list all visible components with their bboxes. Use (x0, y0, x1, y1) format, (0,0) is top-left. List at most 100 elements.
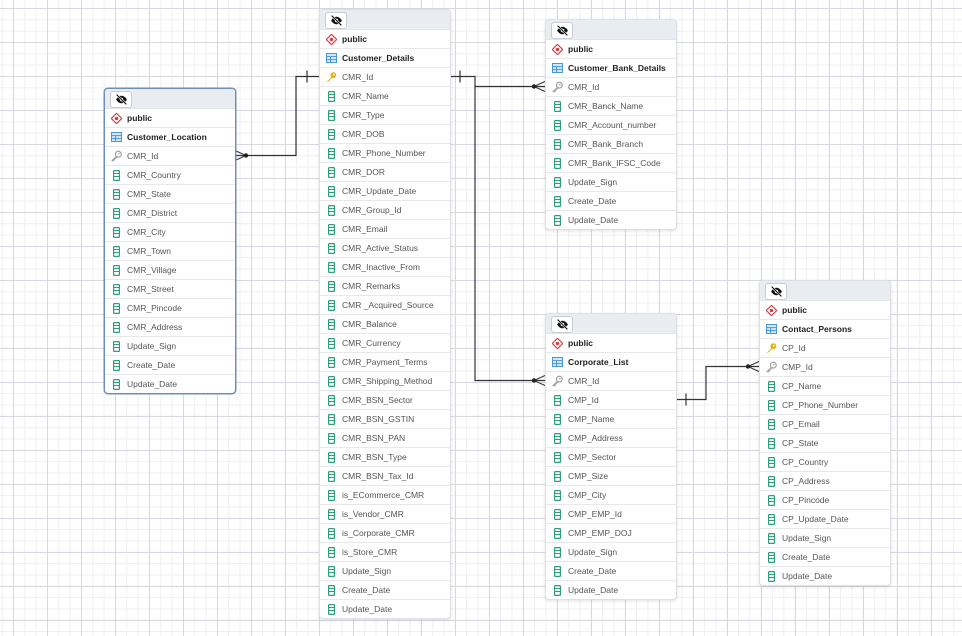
schema-row[interactable]: public (546, 40, 676, 59)
column-row[interactable]: Update_Date (320, 600, 450, 618)
column-row[interactable]: CMR_Address (105, 318, 235, 337)
column-row[interactable]: is_Store_CMR (320, 543, 450, 562)
column-row[interactable]: CMR_Town (105, 242, 235, 261)
column-row[interactable]: CMR_BSN_PAN (320, 429, 450, 448)
column-row[interactable]: is_ECommerce_CMR (320, 486, 450, 505)
column-row[interactable]: CMR_Name (320, 87, 450, 106)
column-row[interactable]: Update_Sign (760, 529, 890, 548)
table-header[interactable] (105, 89, 235, 109)
column-row[interactable]: CMR_Bank_IFSC_Code (546, 154, 676, 173)
column-row[interactable]: CMR_DOB (320, 125, 450, 144)
column-row[interactable]: CMR_BSN_Tax_Id (320, 467, 450, 486)
column-row[interactable]: CMR_Remarks (320, 277, 450, 296)
table-header[interactable] (320, 10, 450, 30)
column-row[interactable]: Create_Date (546, 562, 676, 581)
column-row[interactable]: Create_Date (105, 356, 235, 375)
link-details-location[interactable] (235, 75, 319, 157)
column-row[interactable]: CP_Pincode (760, 491, 890, 510)
column-row[interactable]: CMR_Banck_Name (546, 97, 676, 116)
column-row[interactable]: CMR_Currency (320, 334, 450, 353)
column-row[interactable]: Update_Sign (546, 543, 676, 562)
link-corporate-contacts[interactable] (676, 365, 759, 401)
link-details-bank[interactable] (450, 75, 545, 88)
column-row[interactable]: CMR_Street (105, 280, 235, 299)
column-row[interactable]: CMR_Payment_Terms (320, 353, 450, 372)
column-row[interactable]: CMR_Update_Date (320, 182, 450, 201)
column-row[interactable]: is_Corporate_CMR (320, 524, 450, 543)
table-name-row[interactable]: Customer_Details (320, 49, 450, 68)
column-row[interactable]: CMR_Active_Status (320, 239, 450, 258)
eye-slash-icon[interactable] (110, 91, 132, 108)
column-row[interactable]: CMP_Id (546, 391, 676, 410)
column-row[interactable]: CMP_Id (760, 358, 890, 377)
column-row[interactable]: CMR_Bank_Branch (546, 135, 676, 154)
column-row[interactable]: CMR_Shipping_Method (320, 372, 450, 391)
column-row[interactable]: is_Vendor_CMR (320, 505, 450, 524)
column-row[interactable]: CP_Phone_Number (760, 396, 890, 415)
column-row[interactable]: CMR_Id (105, 147, 235, 166)
column-row[interactable]: CMP_City (546, 486, 676, 505)
link-details-corporate[interactable] (474, 86, 545, 382)
column-row[interactable]: CMR_Id (320, 68, 450, 87)
column-row[interactable]: CP_Name (760, 377, 890, 396)
column-row[interactable]: Update_Date (760, 567, 890, 585)
column-row[interactable]: CMP_Size (546, 467, 676, 486)
column-row[interactable]: CMR_District (105, 204, 235, 223)
table-name-row[interactable]: Customer_Location (105, 128, 235, 147)
column-row[interactable]: CMR_Country (105, 166, 235, 185)
table-name-row[interactable]: Corporate_List (546, 353, 676, 372)
column-row[interactable]: CMR _Acquired_Source (320, 296, 450, 315)
column-row[interactable]: Create_Date (546, 192, 676, 211)
column-row[interactable]: CMR_Pincode (105, 299, 235, 318)
column-row[interactable]: CMP_Name (546, 410, 676, 429)
column-row[interactable]: CP_Update_Date (760, 510, 890, 529)
column-row[interactable]: CMR_Inactive_From (320, 258, 450, 277)
column-row[interactable]: CMR_BSN_Type (320, 448, 450, 467)
column-row[interactable]: CMR_Balance (320, 315, 450, 334)
eye-slash-icon[interactable] (551, 316, 573, 333)
column-row[interactable]: Create_Date (760, 548, 890, 567)
column-row[interactable]: Update_Sign (320, 562, 450, 581)
column-row[interactable]: CMR_City (105, 223, 235, 242)
column-row[interactable]: Update_Date (546, 581, 676, 599)
eye-slash-icon[interactable] (551, 22, 573, 39)
table-header[interactable] (546, 314, 676, 334)
column-row[interactable]: CP_Email (760, 415, 890, 434)
column-row[interactable]: CMP_Sector (546, 448, 676, 467)
column-row[interactable]: CP_Address (760, 472, 890, 491)
column-row[interactable]: CMP_Address (546, 429, 676, 448)
column-row[interactable]: Update_Date (105, 375, 235, 393)
column-row[interactable]: CMR_Group_Id (320, 201, 450, 220)
column-row[interactable]: CMR_Id (546, 372, 676, 391)
column-row[interactable]: CMR_BSN_Sector (320, 391, 450, 410)
column-row[interactable]: CMP_EMP_DOJ (546, 524, 676, 543)
column-row[interactable]: CMR_Phone_Number (320, 144, 450, 163)
schema-row[interactable]: public (760, 301, 890, 320)
table-header[interactable] (546, 20, 676, 40)
column-row[interactable]: Update_Sign (105, 337, 235, 356)
column-row[interactable]: CMR_Email (320, 220, 450, 239)
column-row[interactable]: CMR_Village (105, 261, 235, 280)
column-row[interactable]: Update_Sign (546, 173, 676, 192)
table-name-row[interactable]: Contact_Persons (760, 320, 890, 339)
column-row[interactable]: CMR_Account_number (546, 116, 676, 135)
column-row[interactable]: CP_Country (760, 453, 890, 472)
column-row[interactable]: CMR_State (105, 185, 235, 204)
column-row[interactable]: Update_Date (546, 211, 676, 229)
schema-row[interactable]: public (546, 334, 676, 353)
schema-row[interactable]: public (105, 109, 235, 128)
eye-slash-icon[interactable] (765, 283, 787, 300)
column-row[interactable]: Create_Date (320, 581, 450, 600)
schema-row[interactable]: public (320, 30, 450, 49)
eye-slash-icon[interactable] (325, 12, 347, 29)
table-name-row[interactable]: Customer_Bank_Details (546, 59, 676, 78)
column-row[interactable]: CMR_BSN_GSTIN (320, 410, 450, 429)
column-row[interactable]: CMR_DOR (320, 163, 450, 182)
column-row[interactable]: CP_Id (760, 339, 890, 358)
column-row[interactable]: CMP_EMP_Id (546, 505, 676, 524)
